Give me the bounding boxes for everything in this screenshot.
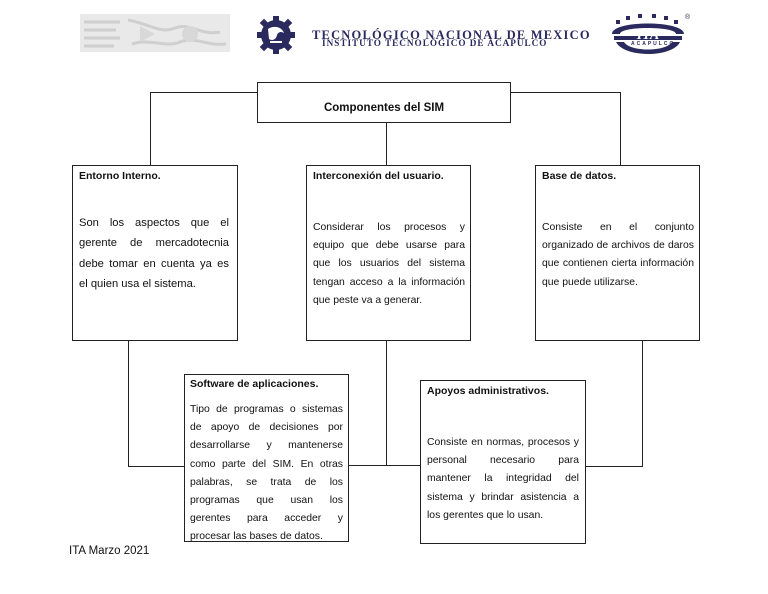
registered-mark: ® [685, 14, 691, 21]
root-node: Componentes del SIM [257, 82, 511, 123]
node-title: Base de datos. [542, 170, 617, 182]
sep-logo-icon [80, 14, 230, 52]
node-text: Considerar los procesos y equipo que deb… [313, 222, 465, 306]
footer-text: ITA Marzo 2021 [69, 545, 150, 557]
campus-name: INSTITUTO TECNOLÓGICO DE ACAPULCO [322, 38, 548, 48]
node-apoyos-administrativos: Apoyos administrativos. Consiste en norm… [420, 380, 586, 544]
node-software-aplicaciones: Software de aplicaciones. Tipo de progra… [184, 374, 349, 542]
node-text: Consiste en el conjunto organizado de ar… [542, 222, 694, 288]
institution-name: TECNOLÓGICO NACIONAL DE MEXICO [312, 28, 591, 42]
ita-logo-icon: ITA [612, 14, 684, 54]
node-interconexion-usuario: Interconexión del usuario. Considerar lo… [306, 165, 471, 341]
node-title: Entorno Interno. [79, 170, 161, 182]
tecnm-gear-logo-icon [257, 16, 295, 54]
node-title: Apoyos administrativos. [427, 385, 549, 397]
ita-logo-text: ITA [636, 28, 660, 43]
node-text: Tipo de programas o sistemas de apoyo de… [190, 404, 343, 542]
node-base-de-datos: Base de datos. Consiste en el conjunto o… [535, 165, 700, 341]
node-text: Consiste en normas, procesos y personal … [427, 437, 579, 521]
page-header: TECNOLÓGICO NACIONAL DE MEXICO INSTITUTO… [0, 0, 768, 60]
root-title: Componentes del SIM [323, 102, 445, 114]
node-title: Interconexión del usuario. [313, 170, 444, 182]
node-entorno-interno: Entorno Interno. Son los aspectos que el… [72, 165, 238, 341]
node-text: Son los aspectos que el gerente de merca… [79, 217, 229, 291]
ita-logo-ring-text: ACAPULCO [631, 41, 676, 47]
node-title: Software de aplicaciones. [190, 378, 319, 390]
